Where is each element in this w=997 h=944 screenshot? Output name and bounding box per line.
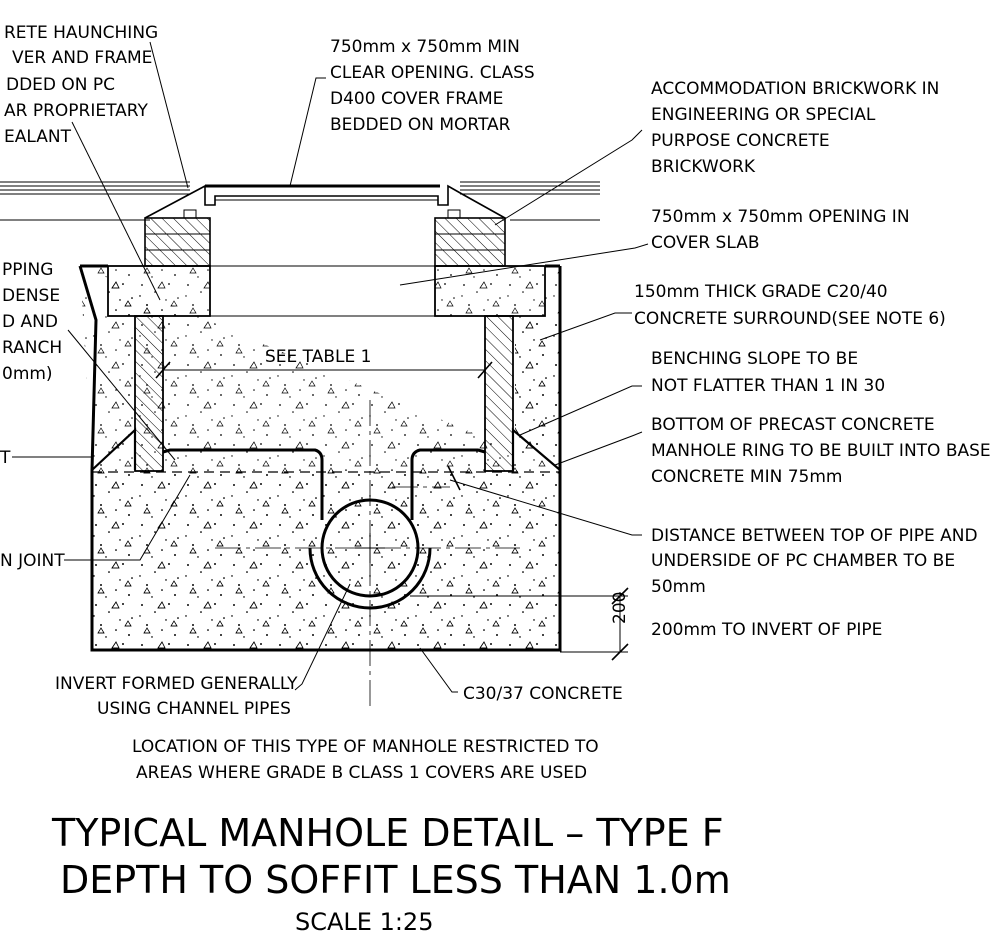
svg-text:BENCHING SLOPE TO BE: BENCHING SLOPE TO BE xyxy=(651,349,858,369)
svg-text:CONCRETE SURROUND(SEE NOTE 6): CONCRETE SURROUND(SEE NOTE 6) xyxy=(634,309,946,329)
label-dim-200: 200 xyxy=(610,592,630,624)
svg-text:T: T xyxy=(0,448,11,468)
drawing-scale: SCALE 1:25 xyxy=(295,908,433,936)
svg-text:VER AND FRAME: VER AND FRAME xyxy=(12,48,152,68)
svg-text:D AND: D AND xyxy=(2,312,58,332)
label-see-table: SEE TABLE 1 xyxy=(265,347,371,367)
svg-text:DDED ON PC: DDED ON PC xyxy=(6,75,115,95)
label-surround: 150mm THICK GRADE C20/40 CONCRETE SURROU… xyxy=(634,282,946,329)
label-opening-slab: 750mm x 750mm OPENING IN COVER SLAB xyxy=(651,207,910,253)
svg-text:INVERT FORMED GENERALLY: INVERT FORMED GENERALLY xyxy=(55,674,298,694)
svg-text:AREAS WHERE GRADE B CLASS 1 CO: AREAS WHERE GRADE B CLASS 1 COVERS ARE U… xyxy=(136,763,587,783)
svg-text:DENSE: DENSE xyxy=(2,286,60,306)
label-distance: DISTANCE BETWEEN TOP OF PIPE AND UNDERSI… xyxy=(651,526,978,597)
svg-text:BOTTOM OF PRECAST CONCRETE: BOTTOM OF PRECAST CONCRETE xyxy=(651,415,935,435)
svg-text:LOCATION OF THIS TYPE OF MANHO: LOCATION OF THIS TYPE OF MANHOLE RESTRIC… xyxy=(132,737,599,757)
svg-text:CLEAR OPENING. CLASS: CLEAR OPENING. CLASS xyxy=(330,63,535,83)
svg-text:D400 COVER FRAME: D400 COVER FRAME xyxy=(330,89,503,109)
leader-lines xyxy=(12,41,649,693)
svg-text:NOT FLATTER THAN 1 IN 30: NOT FLATTER THAN 1 IN 30 xyxy=(651,376,885,396)
svg-text:N JOINT: N JOINT xyxy=(0,551,65,571)
svg-text:750mm x 750mm OPENING IN: 750mm x 750mm OPENING IN xyxy=(651,207,910,227)
label-benching: BENCHING SLOPE TO BE NOT FLATTER THAN 1 … xyxy=(651,349,885,396)
drawing-title-line1: TYPICAL MANHOLE DETAIL – TYPE F xyxy=(51,811,724,855)
label-haunching: RETE HAUNCHING VER AND FRAME DDED ON PC … xyxy=(4,23,158,147)
location-note: LOCATION OF THIS TYPE OF MANHOLE RESTRIC… xyxy=(132,737,599,783)
cover-frame xyxy=(144,184,506,219)
svg-text:UNDERSIDE OF PC CHAMBER TO BE: UNDERSIDE OF PC CHAMBER TO BE xyxy=(651,551,955,571)
drawing-title-line2: DEPTH TO SOFFIT LESS THAN 1.0m xyxy=(60,858,731,902)
svg-text:BRICKWORK: BRICKWORK xyxy=(651,157,756,177)
svg-text:CONCRETE MIN 75mm: CONCRETE MIN 75mm xyxy=(651,467,842,487)
dim-200 xyxy=(410,465,629,661)
svg-text:PPING: PPING xyxy=(2,260,53,280)
accommodation-brickwork xyxy=(144,217,506,267)
label-clear-opening: 750mm x 750mm MIN CLEAR OPENING. CLASS D… xyxy=(330,37,535,135)
label-brickwork: ACCOMMODATION BRICKWORK IN ENGINEERING O… xyxy=(651,79,939,177)
svg-text:ACCOMMODATION BRICKWORK IN: ACCOMMODATION BRICKWORK IN xyxy=(651,79,939,99)
label-invert-depth: 200mm TO INVERT OF PIPE xyxy=(651,620,882,640)
svg-text:COVER SLAB: COVER SLAB xyxy=(651,233,759,253)
label-concrete-grade: C30/37 CONCRETE xyxy=(463,684,623,704)
svg-text:RETE HAUNCHING: RETE HAUNCHING xyxy=(4,23,158,43)
label-left-partial: PPING DENSE D AND RANCH 0mm) T N JOINT xyxy=(0,260,65,571)
precast-ring-walls xyxy=(134,315,514,472)
svg-text:150mm THICK GRADE C20/40: 150mm THICK GRADE C20/40 xyxy=(634,282,888,302)
ground-surface xyxy=(0,181,600,221)
svg-text:RANCH: RANCH xyxy=(2,338,62,358)
svg-text:DISTANCE BETWEEN TOP OF PIPE A: DISTANCE BETWEEN TOP OF PIPE AND xyxy=(651,526,978,546)
svg-text:BEDDED ON MORTAR: BEDDED ON MORTAR xyxy=(330,115,511,135)
center-lines xyxy=(215,400,520,710)
svg-text:50mm: 50mm xyxy=(651,577,706,597)
svg-text:USING CHANNEL PIPES: USING CHANNEL PIPES xyxy=(97,699,291,719)
svg-text:0mm): 0mm) xyxy=(2,364,53,384)
see-table-dimension xyxy=(155,361,493,379)
svg-text:PURPOSE CONCRETE: PURPOSE CONCRETE xyxy=(651,131,830,151)
svg-text:AR PROPRIETARY: AR PROPRIETARY xyxy=(4,101,149,121)
svg-text:200mm TO INVERT OF PIPE: 200mm TO INVERT OF PIPE xyxy=(651,620,882,640)
label-precast: BOTTOM OF PRECAST CONCRETE MANHOLE RING … xyxy=(651,415,991,487)
svg-text:ENGINEERING OR SPECIAL: ENGINEERING OR SPECIAL xyxy=(651,105,876,125)
label-invert-formed: INVERT FORMED GENERALLY USING CHANNEL PI… xyxy=(55,674,298,719)
svg-text:750mm x 750mm MIN: 750mm x 750mm MIN xyxy=(330,37,520,57)
svg-text:MANHOLE RING TO BE BUILT INTO: MANHOLE RING TO BE BUILT INTO BASE xyxy=(651,441,991,461)
svg-text:EALANT: EALANT xyxy=(4,127,72,147)
